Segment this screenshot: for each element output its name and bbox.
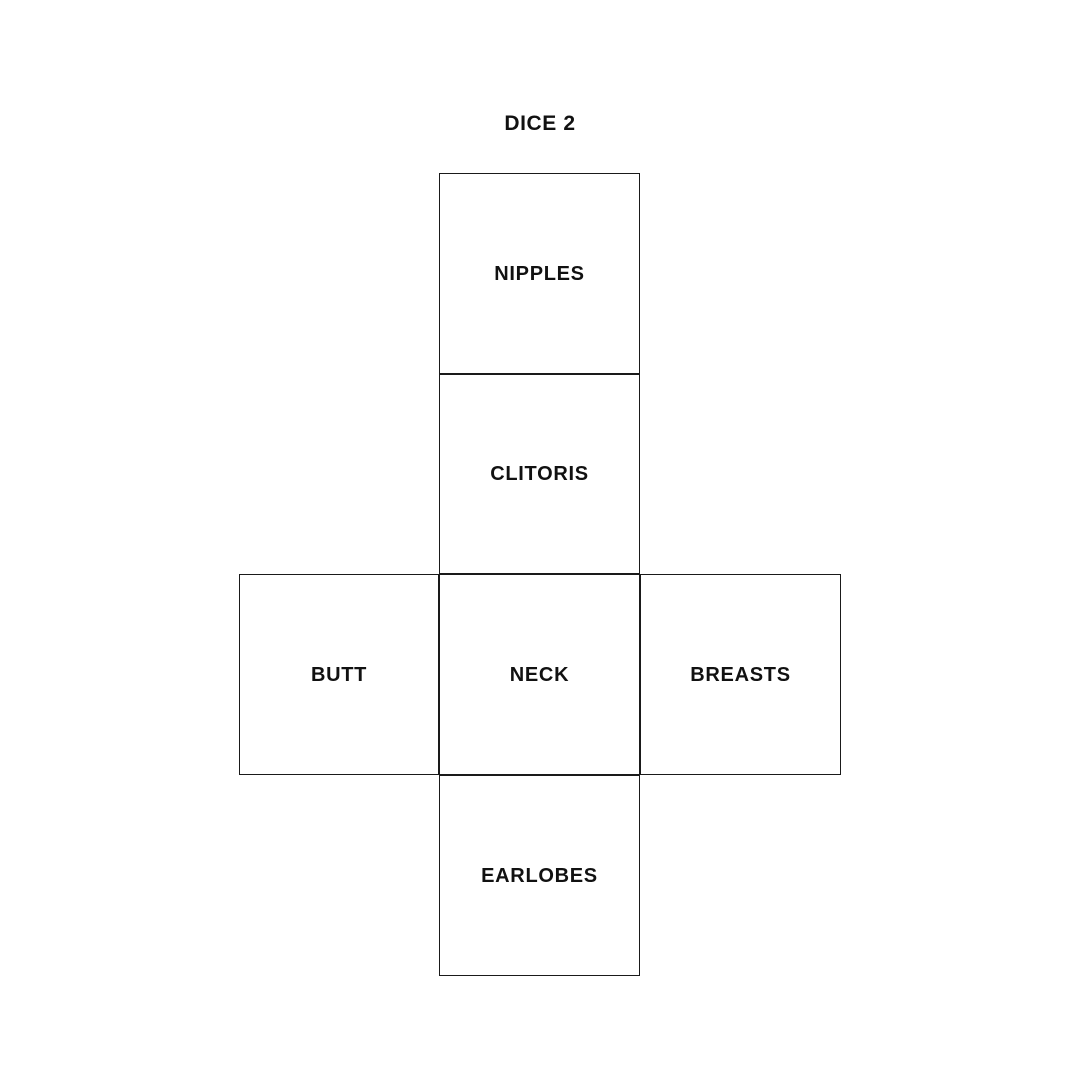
dice-face-bottom[interactable]: EARLOBES bbox=[439, 775, 640, 976]
dice-face-left[interactable]: BUTT bbox=[239, 574, 439, 775]
dice-face-label-clitoris: CLITORIS bbox=[490, 463, 589, 485]
dice-face-label-butt: BUTT bbox=[310, 663, 368, 686]
dice-face-label-breasts: BREASTS bbox=[690, 663, 791, 686]
dice-face-upper-middle[interactable]: CLITORIS bbox=[439, 374, 640, 574]
dice-face-label-nipples: NIPPLES bbox=[494, 262, 585, 285]
page-title-text: DICE 2 bbox=[504, 112, 576, 135]
dice-face-label-neck: NECK bbox=[509, 663, 570, 686]
dice-face-right[interactable]: BREASTS bbox=[640, 574, 841, 775]
page-title: DICE 2 bbox=[0, 113, 1080, 134]
dice-face-top[interactable]: NIPPLES bbox=[439, 173, 640, 374]
dice-face-center[interactable]: NECK bbox=[439, 574, 640, 775]
dice-face-label-earlobes: EARLOBES bbox=[481, 864, 598, 887]
